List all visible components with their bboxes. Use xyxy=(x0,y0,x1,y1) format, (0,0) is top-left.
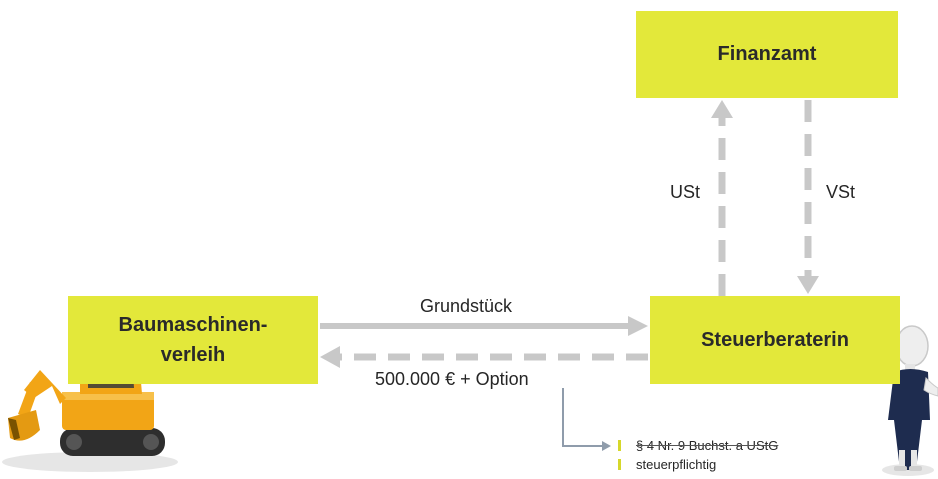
ust-arrow xyxy=(711,100,733,296)
steuerberaterin-label: Steuerberaterin xyxy=(701,328,849,351)
grundstueck-arrow xyxy=(320,316,648,336)
grundstueck-label: Grundstück xyxy=(420,296,513,316)
payment-arrow xyxy=(320,346,648,368)
baumaschinenverleih-box: Baumaschinen- verleih xyxy=(68,296,318,384)
finanzamt-label: Finanzamt xyxy=(717,43,817,65)
person-figure-icon xyxy=(882,325,938,476)
note-line-1: § 4 Nr. 9 Buchst. a UStG xyxy=(636,438,779,453)
baumaschinen-label-line2: verleih xyxy=(160,344,226,366)
baumaschinen-label-line1: Baumaschinen- xyxy=(118,314,268,336)
vst-label: VSt xyxy=(826,182,856,202)
finanzamt-box: Finanzamt xyxy=(636,11,898,98)
note-bullet-1 xyxy=(618,440,621,451)
vst-arrow xyxy=(797,100,819,294)
price-option-label: 500.000 € + Option xyxy=(375,369,529,389)
note-bullet-2 xyxy=(618,459,621,470)
note-line-2: steuerpflichtig xyxy=(636,457,717,472)
note-connector xyxy=(562,388,611,451)
ust-label: USt xyxy=(670,182,701,202)
steuerberaterin-box: Steuerberaterin xyxy=(650,296,900,384)
